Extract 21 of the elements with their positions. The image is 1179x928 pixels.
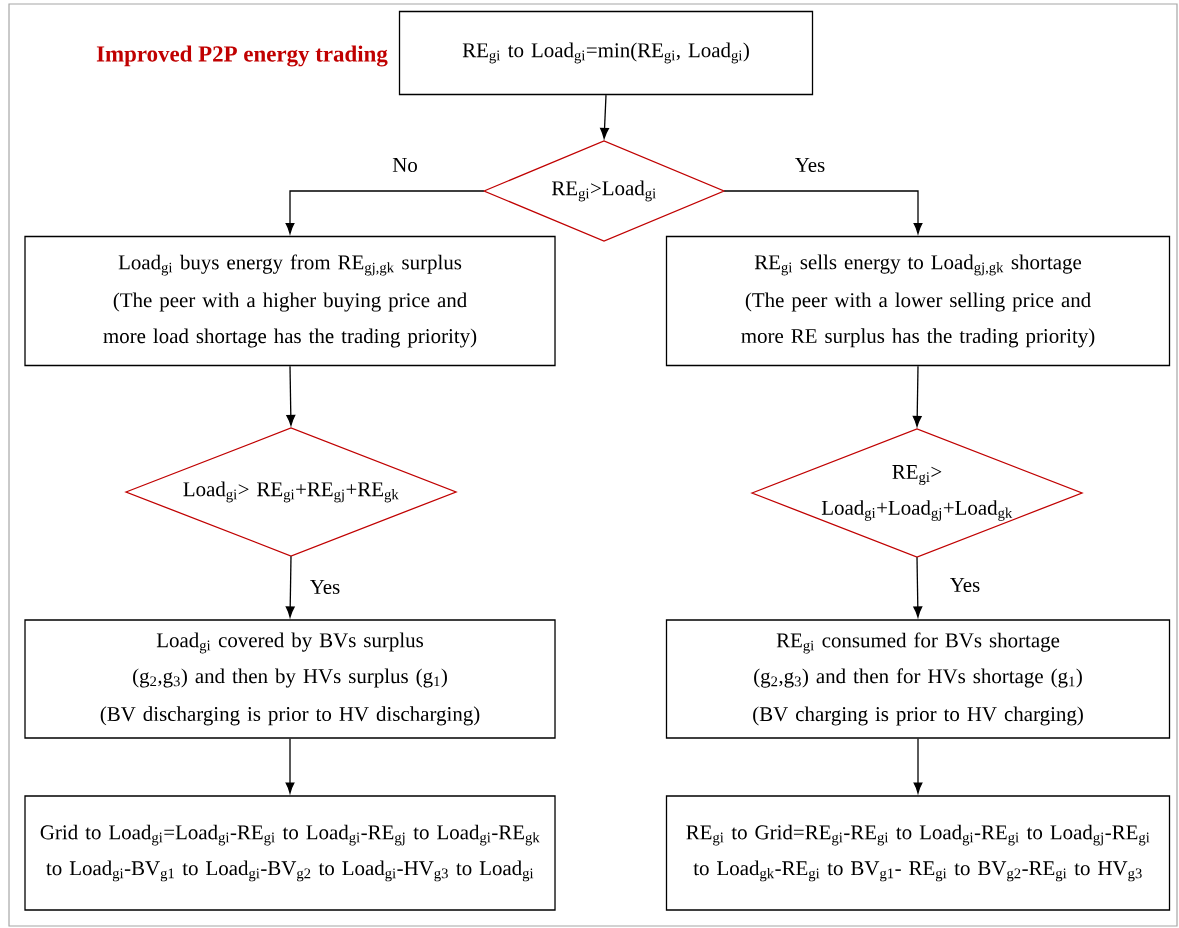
process-box: RE$_{gi}$ consumed for BVs shortage (g$_{2}$,g$_{3}$) and then for HVs shortage (g$_{1}$) (BV charging is prior to HV charging) [665,619,1171,739]
process-box: RE$_{gi}$ sells energy to Load$_{gj,gk}$ shortage (The peer with a lower selling price and more RE surplus has the trading priority) [665,235,1171,367]
process-box: RE$_{gi}$ to Grid=RE$_{gi}$-RE$_{gi}$ to Load$_{gi}$-RE$_{gi}$ to Load$_{gj}$-RE$_{gi}$ to Load$_{gk}$-RE$_{gi}$ to BV$_{g1}$- RE$_{gi}$ to BV$_{g2}$-RE$_{gi}$ to HV$_{g3}$ [665,795,1171,911]
arrow [285,738,295,794]
process-box: Load$_{gi}$ buys energy from RE$_{gj,gk}$ surplus (The peer with a higher buying price and more load shortage has the trading priority) [24,235,556,367]
edge-label: Yes [795,158,825,172]
edge-label: No [392,158,417,172]
process-box: Grid to Load$_{gi}$=Load$_{gi}$-RE$_{gi}$ to Load$_{gi}$-RE$_{gj}$ to Load$_{gi}$-RE$_{gk}$ to Load$_{gi}$-BV$_{g1}$ to Load$_{gi}$-BV$_{g2}$ to Load$_{gi}$-HV$_{g3}$ to Load$_{gi}$ [24,795,556,911]
arrow [723,190,923,234]
arrow [913,738,923,794]
title: Improved P2P energy trading [96,45,388,67]
arrow [285,555,295,618]
process-box: Load$_{gi}$ covered by BVs surplus (g$_{2}$,g$_{3}$) and then by HVs surplus (g$_{1}$) (BV discharging is prior to HV discharging) [24,619,556,739]
arrow [286,365,296,426]
arrow [912,365,922,427]
process-box: RE$_{gi}$ to Load$_{gi}$=min(RE$_{gi}$, Load$_{gi}$) [398,10,814,96]
edge-label: Yes [950,578,980,592]
arrow [913,556,923,618]
arrow [285,190,485,234]
edge-label: Yes [310,580,340,594]
arrow [600,94,610,139]
